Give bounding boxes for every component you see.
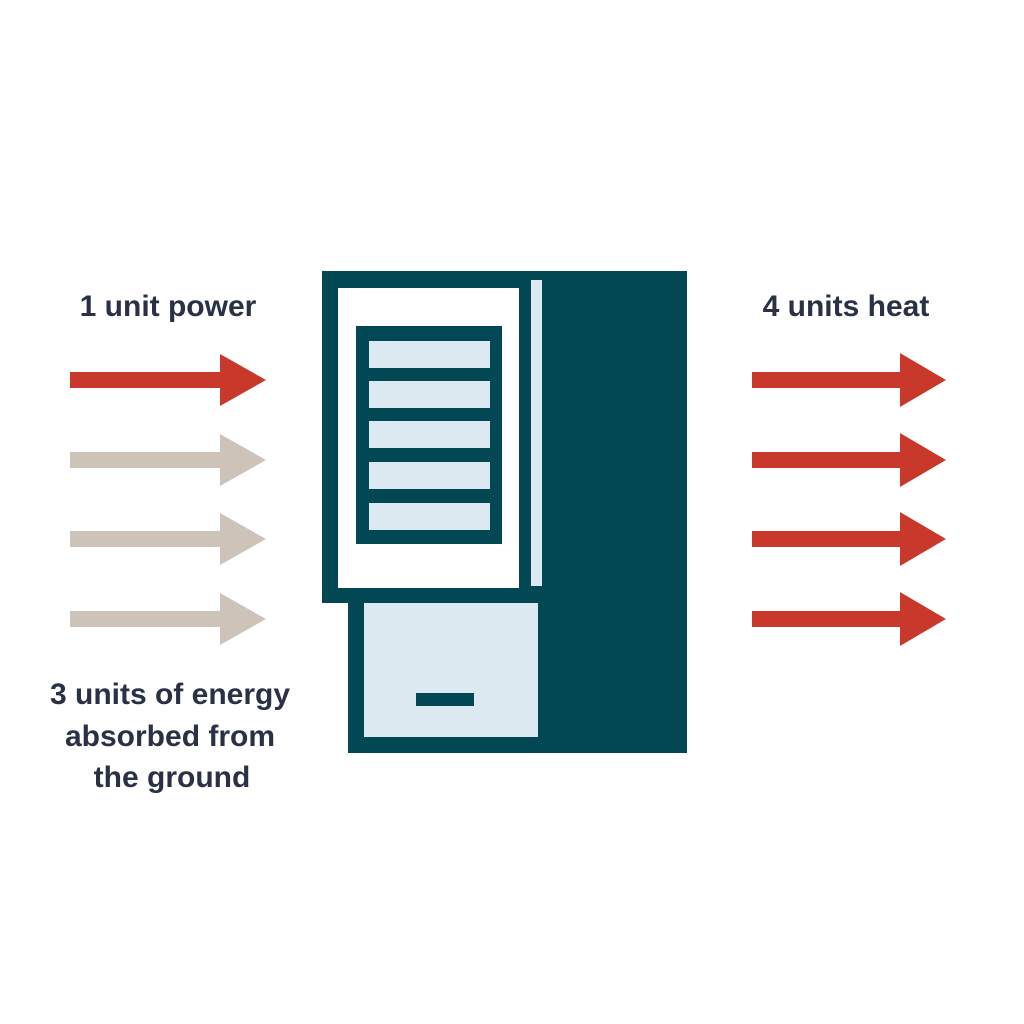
ground-energy-label-line-2: absorbed from (65, 720, 275, 753)
power-arrow-icon (70, 354, 266, 406)
device-handle (416, 693, 474, 706)
vent-slat (369, 462, 490, 489)
device-vent-slats (369, 341, 490, 530)
ground-arrow-icon (70, 593, 266, 645)
input-power-label: 1 unit power (80, 290, 257, 323)
input-arrows (70, 354, 266, 645)
vent-slat (369, 503, 490, 530)
ground-arrow-icon (70, 513, 266, 565)
device-lower-panel (364, 603, 538, 737)
vent-slat (369, 381, 490, 408)
output-heat-label: 4 units heat (763, 290, 930, 323)
ground-arrow-icon (70, 434, 266, 486)
vent-slat (369, 341, 490, 368)
heat-arrow-icon (752, 592, 946, 646)
ground-energy-label: 3 units of energy absorbed from the grou… (50, 678, 290, 794)
device-side-strip (531, 280, 542, 586)
heat-arrow-icon (752, 512, 946, 566)
vent-slat (369, 421, 490, 448)
output-arrows (752, 353, 946, 646)
heat-pump-icon (322, 271, 687, 753)
heat-arrow-icon (752, 353, 946, 407)
heat-arrow-icon (752, 433, 946, 487)
ground-energy-label-line-1: 3 units of energy (50, 678, 290, 711)
ground-energy-label-line-3: the ground (94, 761, 251, 794)
